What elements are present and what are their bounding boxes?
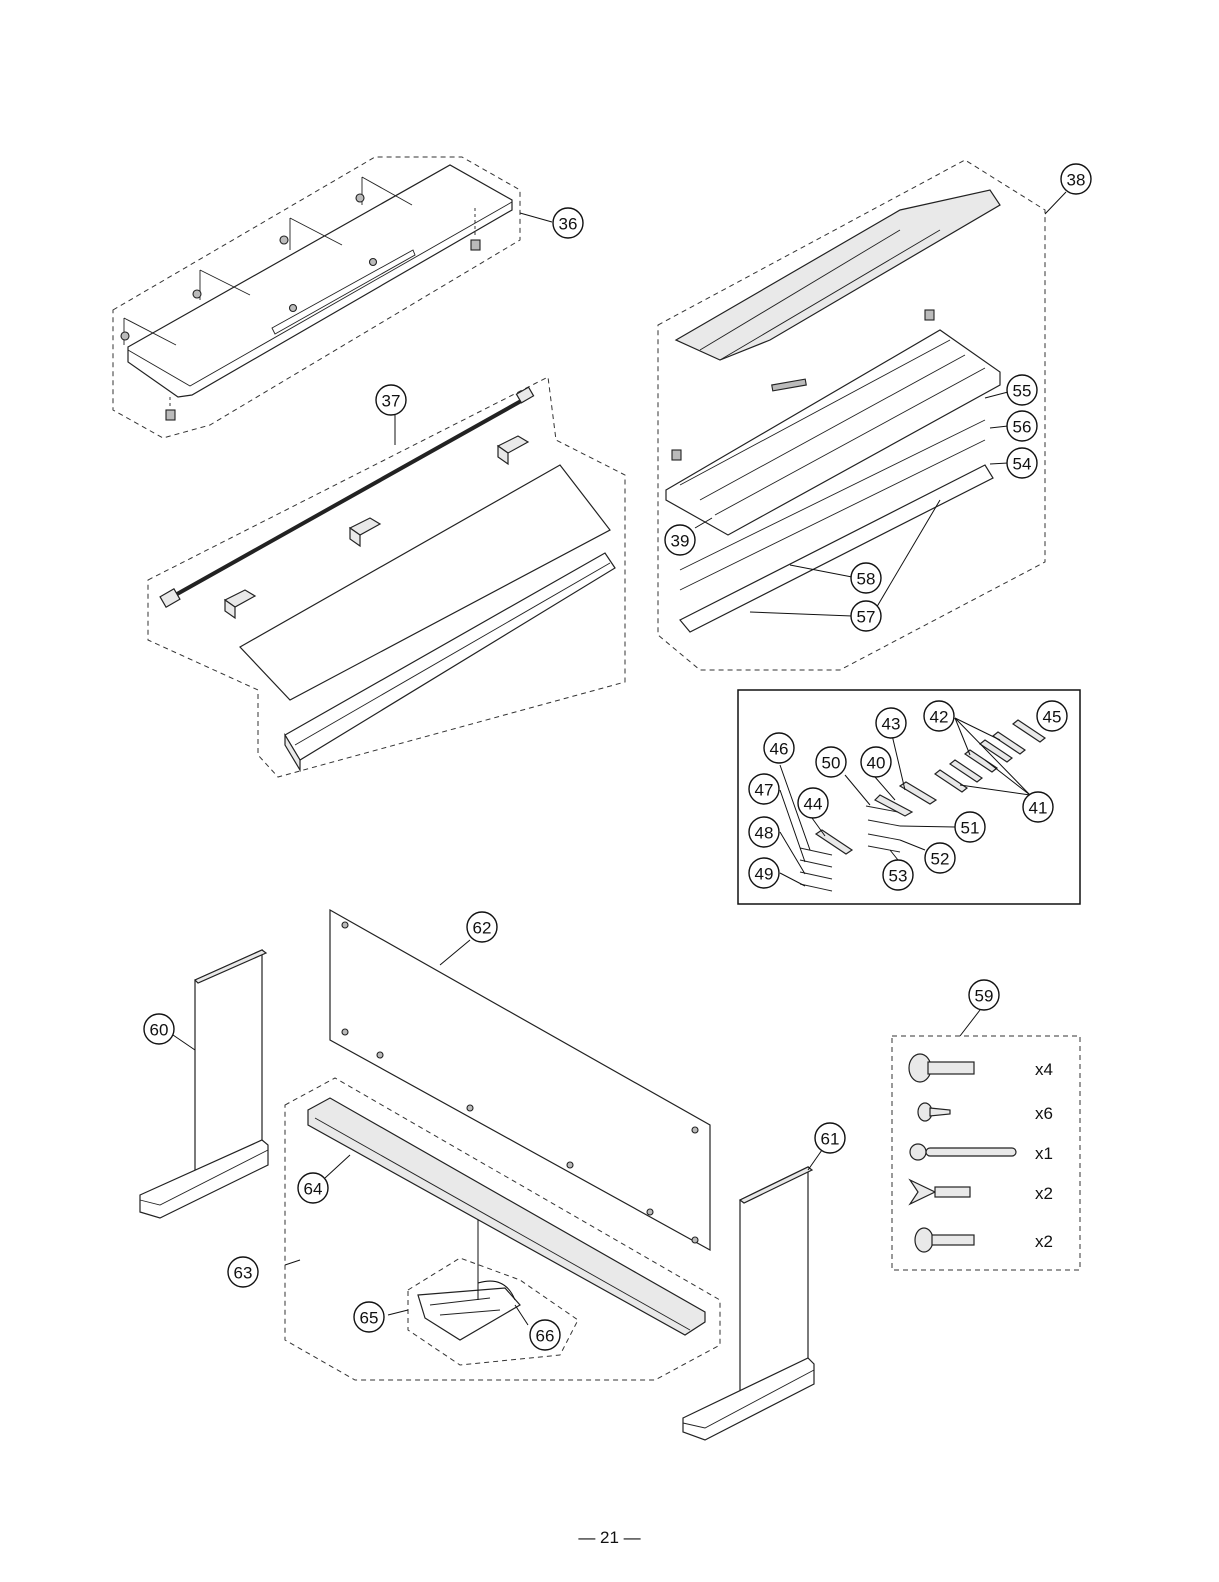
svg-text:51: 51 <box>961 819 980 838</box>
svg-text:42: 42 <box>930 708 949 727</box>
callout-46: 46 <box>764 733 794 763</box>
callout-57: 57 <box>851 601 881 631</box>
svg-text:45: 45 <box>1043 708 1062 727</box>
callout-45: 45 <box>1037 701 1067 731</box>
svg-text:50: 50 <box>822 754 841 773</box>
callout-55: 55 <box>1007 375 1037 405</box>
callout-37: 37 <box>376 385 406 415</box>
qty-label: x2 <box>1035 1232 1053 1251</box>
qty-label: x6 <box>1035 1104 1053 1123</box>
svg-text:53: 53 <box>889 867 908 886</box>
callout-63: 63 <box>228 1257 258 1287</box>
svg-text:61: 61 <box>821 1130 840 1149</box>
callout-66: 66 <box>530 1320 560 1350</box>
svg-text:46: 46 <box>770 740 789 759</box>
svg-text:38: 38 <box>1067 171 1086 190</box>
svg-text:57: 57 <box>857 608 876 627</box>
qty-label: x4 <box>1035 1060 1053 1079</box>
svg-text:63: 63 <box>234 1264 253 1283</box>
part-60-left-side-panel <box>140 950 268 1218</box>
callout-39: 39 <box>665 525 695 555</box>
svg-text:49: 49 <box>755 865 774 884</box>
part-38-keyboard-assembly <box>658 160 1066 670</box>
callout-54: 54 <box>1007 448 1037 478</box>
callout-47: 47 <box>749 774 779 804</box>
callout-64: 64 <box>298 1173 328 1203</box>
hardware-quantities: x4 x6 x1 x2 x2 <box>1035 1060 1053 1251</box>
svg-text:41: 41 <box>1029 799 1048 818</box>
callout-43: 43 <box>876 708 906 738</box>
svg-text:65: 65 <box>360 1309 379 1328</box>
qty-label: x1 <box>1035 1144 1053 1163</box>
qty-label: x2 <box>1035 1184 1053 1203</box>
callout-61: 61 <box>815 1123 845 1153</box>
part-36-top-board <box>113 157 552 438</box>
callout-38: 38 <box>1061 164 1091 194</box>
callout-52: 52 <box>925 843 955 873</box>
svg-text:55: 55 <box>1013 382 1032 401</box>
callout-56: 56 <box>1007 411 1037 441</box>
part-59-hardware-kit <box>892 1010 1080 1270</box>
svg-text:40: 40 <box>867 754 886 773</box>
callout-49: 49 <box>749 858 779 888</box>
svg-text:52: 52 <box>931 850 950 869</box>
callout-44: 44 <box>798 788 828 818</box>
page-number: — 21 — <box>0 1528 1219 1548</box>
part-62-back-board <box>330 910 710 1250</box>
svg-text:58: 58 <box>857 570 876 589</box>
callout-41: 41 <box>1023 792 1053 822</box>
svg-text:43: 43 <box>882 715 901 734</box>
svg-text:36: 36 <box>559 215 578 234</box>
svg-text:44: 44 <box>804 795 823 814</box>
callout-53: 53 <box>883 860 913 890</box>
svg-text:60: 60 <box>150 1021 169 1040</box>
callout-51: 51 <box>955 812 985 842</box>
callout-36: 36 <box>553 208 583 238</box>
callout-59: 59 <box>969 980 999 1010</box>
callout-42: 42 <box>924 701 954 731</box>
callout-58: 58 <box>851 563 881 593</box>
svg-text:56: 56 <box>1013 418 1032 437</box>
svg-text:37: 37 <box>382 392 401 411</box>
svg-text:66: 66 <box>536 1327 555 1346</box>
callout-65: 65 <box>354 1302 384 1332</box>
callout-62: 62 <box>467 912 497 942</box>
part-37-front-rail-assembly <box>148 377 625 777</box>
svg-text:59: 59 <box>975 987 994 1006</box>
callout-40: 40 <box>861 747 891 777</box>
svg-text:64: 64 <box>304 1180 323 1199</box>
callout-48: 48 <box>749 817 779 847</box>
svg-text:54: 54 <box>1013 455 1032 474</box>
callout-50: 50 <box>816 747 846 777</box>
svg-text:62: 62 <box>473 919 492 938</box>
svg-text:47: 47 <box>755 781 774 800</box>
svg-text:48: 48 <box>755 824 774 843</box>
svg-text:39: 39 <box>671 532 690 551</box>
callout-60: 60 <box>144 1014 174 1044</box>
